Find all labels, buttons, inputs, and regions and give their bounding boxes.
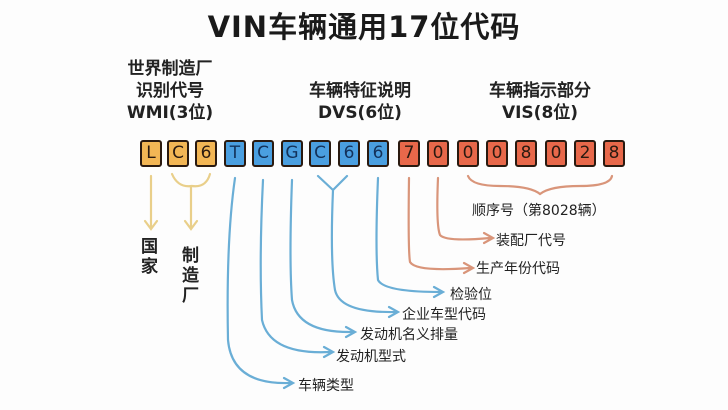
dvs-label-line2: DVS(6位): [318, 103, 402, 123]
vin-char-11: 0: [427, 140, 449, 167]
annotation-plant: 装配厂代号: [496, 233, 566, 249]
vin-char-3: 6: [195, 140, 217, 167]
wmi-label-line2: 识别代号: [136, 81, 204, 101]
vin-char-7: C: [309, 140, 331, 167]
wmi-group-label: 世界制造厂 识别代号 WMI(3位): [110, 58, 230, 124]
vin-char-5: C: [252, 140, 274, 167]
annotation-displacement: 发动机名义排量: [360, 327, 458, 343]
vin-char-12: 0: [457, 140, 479, 167]
annotation-serial: 顺序号（第8028辆）: [472, 203, 606, 219]
vin-char-14: 8: [515, 140, 537, 167]
annotation-country: 国家: [141, 237, 158, 277]
vis-label-line1: 车辆指示部分: [489, 81, 591, 101]
vin-char-6: G: [281, 140, 303, 167]
wmi-label-line1: 世界制造厂: [127, 59, 213, 79]
vin-char-9: 6: [367, 140, 389, 167]
vis-group-label: 车辆指示部分 VIS(8位): [450, 80, 630, 124]
annotation-year: 生产年份代码: [476, 261, 560, 277]
wmi-label-line3: WMI(3位): [126, 103, 214, 123]
vin-char-8: 6: [338, 140, 360, 167]
annotation-check: 检验位: [450, 287, 492, 303]
vin-char-2: C: [167, 140, 189, 167]
annotation-engine: 发动机型式: [336, 349, 406, 365]
annotation-model: 企业车型代码: [402, 307, 486, 323]
vin-char-15: 0: [545, 140, 567, 167]
vin-char-4: T: [224, 140, 246, 167]
annotation-manufacturer: 制造厂: [182, 246, 199, 306]
vis-label-line2: VIS(8位): [501, 103, 579, 123]
vin-char-16: 2: [574, 140, 596, 167]
vin-char-1: L: [140, 140, 162, 167]
dvs-group-label: 车辆特征说明 DVS(6位): [270, 80, 450, 124]
dvs-label-line1: 车辆特征说明: [309, 81, 411, 101]
vin-char-13: 0: [486, 140, 508, 167]
page-title: VIN车辆通用17位代码: [207, 10, 521, 44]
annotation-vehicle-type: 车辆类型: [298, 378, 354, 394]
vin-char-17: 8: [603, 140, 625, 167]
vin-char-10: 7: [398, 140, 420, 167]
